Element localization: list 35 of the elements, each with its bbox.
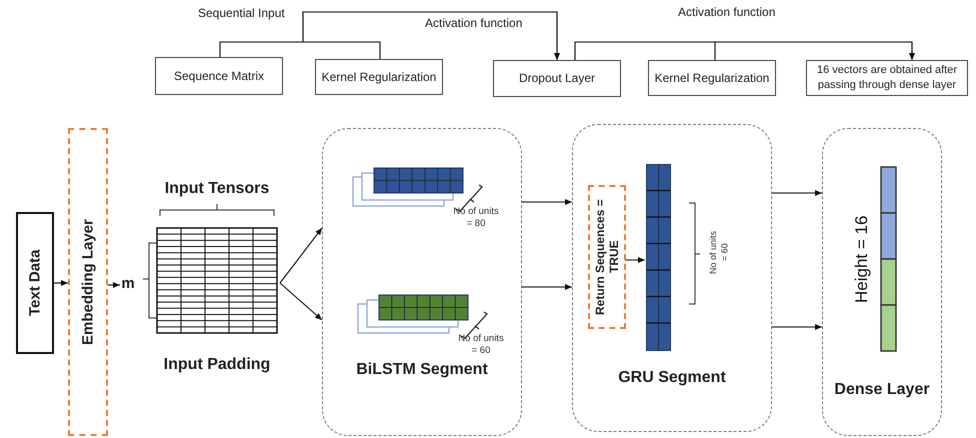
arrow — [772, 324, 822, 330]
arrow — [714, 41, 915, 60]
segment-panel — [822, 128, 942, 436]
segment-panel — [322, 128, 522, 436]
process-box: 16 vectors are obtained after passing through dense layer — [806, 60, 968, 96]
units-label: No of units = 60 — [708, 229, 731, 275]
process-box: Dropout Layer — [493, 60, 621, 97]
height-label: Height = 16 — [851, 214, 872, 305]
segment-panel — [572, 124, 772, 432]
arrow — [108, 282, 120, 288]
arrow — [280, 228, 322, 284]
annotation-label: Activation function — [425, 16, 522, 30]
annotation-label: Activation function — [678, 5, 776, 19]
process-box: Sequence Matrix — [155, 57, 283, 95]
units-label: No of units = 80 — [453, 206, 499, 231]
arrow — [280, 282, 322, 320]
process-box: Kernel Regularization — [648, 60, 776, 96]
arrow — [772, 190, 822, 196]
layer-box: Return Sequences = TRUE — [588, 185, 626, 329]
arrow — [522, 199, 572, 205]
process-box: Kernel Regularization — [315, 59, 443, 95]
heading: Input Padding — [162, 356, 272, 374]
segment-title: Dense Layer — [833, 381, 931, 399]
heading: Input Tensors — [164, 180, 270, 198]
variable-label: m — [120, 275, 136, 295]
annotation-label: Sequential Input — [198, 6, 285, 20]
process-box: Text Data — [16, 212, 54, 354]
arrow — [522, 284, 572, 290]
arrow — [302, 11, 560, 60]
segment-title: GRU Segment — [617, 369, 727, 387]
arrow — [625, 257, 645, 263]
arrow — [54, 280, 68, 286]
units-label: No of units = 60 — [458, 333, 504, 358]
layer-box: Embedding Layer — [68, 128, 108, 436]
segment-title: BiLSTM Segment — [355, 361, 489, 379]
